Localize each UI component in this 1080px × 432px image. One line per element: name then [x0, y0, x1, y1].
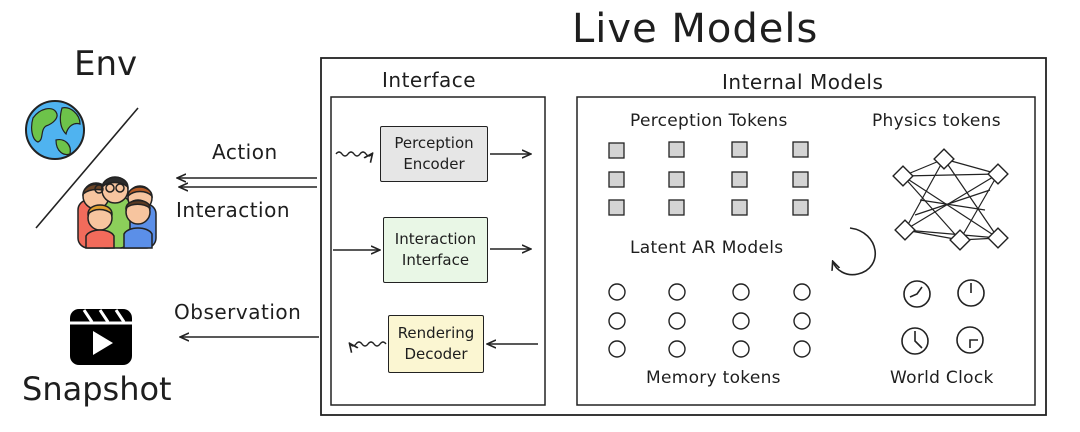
perception-token [731, 199, 748, 216]
memory-token [668, 340, 686, 358]
perception-encoder-box: Perception Encoder [380, 126, 488, 182]
memory-token [608, 340, 626, 358]
world-clock-label: World Clock [890, 368, 994, 388]
physics-token [987, 227, 1009, 249]
latent-ar-models-label: Latent AR Models [630, 238, 784, 258]
memory-token [668, 283, 686, 301]
interface-header: Interface [382, 68, 477, 92]
physics-token [933, 148, 955, 170]
physics-token-nodes [892, 148, 1009, 251]
rendering-decoder-line2: Decoder [404, 345, 468, 363]
perception-token [792, 141, 809, 158]
physics-token [894, 219, 916, 241]
perception-tokens-label: Perception Tokens [630, 111, 788, 131]
perception-token [608, 199, 625, 216]
memory-token [608, 283, 626, 301]
perception-token [668, 171, 685, 188]
clock-icon [901, 327, 929, 355]
interaction-interface-line1: Interaction [394, 230, 477, 248]
memory-token [668, 312, 686, 330]
memory-token-grid [608, 283, 811, 358]
globe-icon [25, 100, 85, 160]
memory-token [608, 312, 626, 330]
perception-token [668, 199, 685, 216]
rendering-decoder-line1: Rendering [397, 324, 475, 342]
perception-token [731, 141, 748, 158]
perception-token [792, 199, 809, 216]
snapshot-label: Snapshot [22, 370, 172, 408]
action-label: Action [212, 140, 278, 164]
perception-token-grid [608, 141, 809, 216]
physics-token [987, 163, 1009, 185]
perception-token [668, 141, 685, 158]
memory-token [732, 340, 750, 358]
people-icon [77, 176, 157, 249]
memory-token [793, 312, 811, 330]
rendering-decoder-box: Rendering Decoder [388, 315, 484, 373]
perception-token [731, 171, 748, 188]
diagram-title: Live Models [572, 6, 819, 52]
perception-token [792, 171, 809, 188]
perception-input-wave [335, 151, 372, 156]
latent-ar-loop-arrow [833, 227, 876, 276]
memory-tokens-label: Memory tokens [646, 368, 781, 388]
internal-models-header: Internal Models [722, 70, 884, 94]
rendering-output-wave [350, 341, 387, 346]
memory-token [793, 340, 811, 358]
perception-encoder-line1: Perception [394, 134, 474, 152]
internal-models-frame [576, 96, 1036, 406]
clock-icon [956, 326, 984, 354]
interaction-label: Interaction [176, 198, 291, 222]
perception-token [608, 142, 625, 159]
physics-token-graph [902, 158, 999, 241]
interaction-interface-line2: Interface [401, 251, 470, 269]
clock-icon [903, 280, 931, 308]
observation-label: Observation [174, 300, 302, 324]
interaction-interface-box: Interaction Interface [383, 217, 488, 283]
physics-token [949, 229, 971, 251]
physics-token [892, 165, 914, 187]
physics-tokens-label: Physics tokens [872, 111, 1001, 131]
memory-token [732, 283, 750, 301]
interface-frame [330, 96, 546, 406]
memory-token [732, 312, 750, 330]
video-clip-icon [70, 309, 132, 365]
env-label: Env [74, 44, 138, 84]
memory-token [793, 283, 811, 301]
clock-icon [957, 279, 985, 307]
env-divider [35, 107, 139, 229]
world-clock-icons [901, 279, 985, 355]
perception-encoder-line2: Encoder [403, 155, 465, 173]
perception-token [608, 171, 625, 188]
live-models-frame [320, 57, 1047, 416]
